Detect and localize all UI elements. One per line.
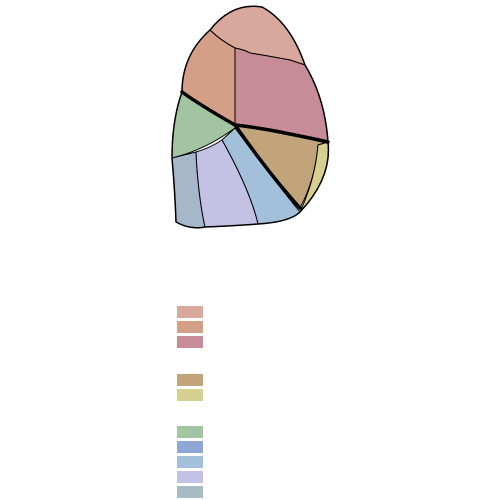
legend-swatch — [177, 321, 203, 333]
legend-swatch — [177, 486, 203, 498]
legend-swatch — [177, 426, 203, 438]
legend — [177, 306, 203, 498]
legend-swatch — [177, 441, 203, 453]
legend-swatch — [177, 336, 203, 348]
horizontal-fissure — [233, 123, 330, 144]
lung-outline — [171, 5, 330, 229]
legend-swatch — [177, 471, 203, 483]
legend-swatch — [177, 306, 203, 318]
oblique-fissure — [180, 90, 302, 210]
legend-swatch — [177, 389, 203, 401]
lung-illustration — [171, 5, 330, 229]
legend-swatch — [177, 374, 203, 386]
legend-swatch — [177, 456, 203, 468]
